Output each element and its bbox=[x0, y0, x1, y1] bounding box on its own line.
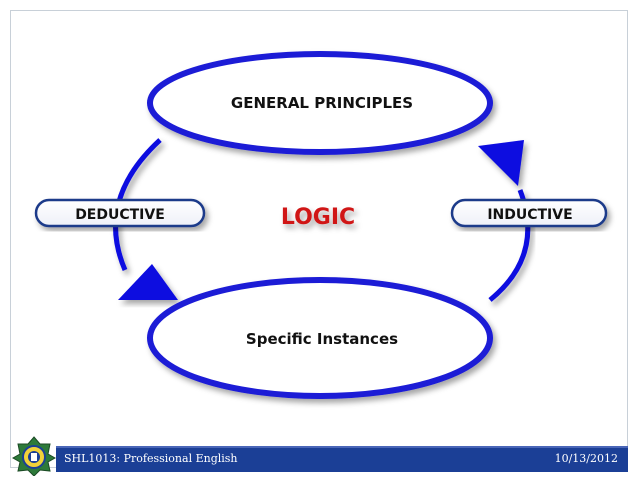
general-principles-node bbox=[147, 51, 493, 155]
deductive-arrowhead bbox=[118, 264, 178, 300]
university-logo-icon bbox=[12, 436, 56, 476]
deductive-pill bbox=[34, 198, 206, 228]
general-principles-label: GENERAL PRINCIPLES bbox=[231, 94, 413, 112]
footer-course: SHL1013: Professional English bbox=[64, 452, 238, 465]
specific-instances-node bbox=[147, 277, 493, 399]
specific-instances-label: Specific Instances bbox=[246, 330, 398, 348]
footer-bar: SHL1013: Professional English 10/13/2012 bbox=[56, 446, 628, 472]
inductive-pill bbox=[450, 198, 608, 228]
logic-title: LOGIC bbox=[281, 205, 355, 230]
inductive-arrowhead bbox=[478, 140, 524, 186]
deductive-label: DEDUCTIVE bbox=[75, 207, 165, 223]
footer-date: 10/13/2012 bbox=[554, 452, 618, 465]
inductive-label: INDUCTIVE bbox=[487, 207, 572, 223]
